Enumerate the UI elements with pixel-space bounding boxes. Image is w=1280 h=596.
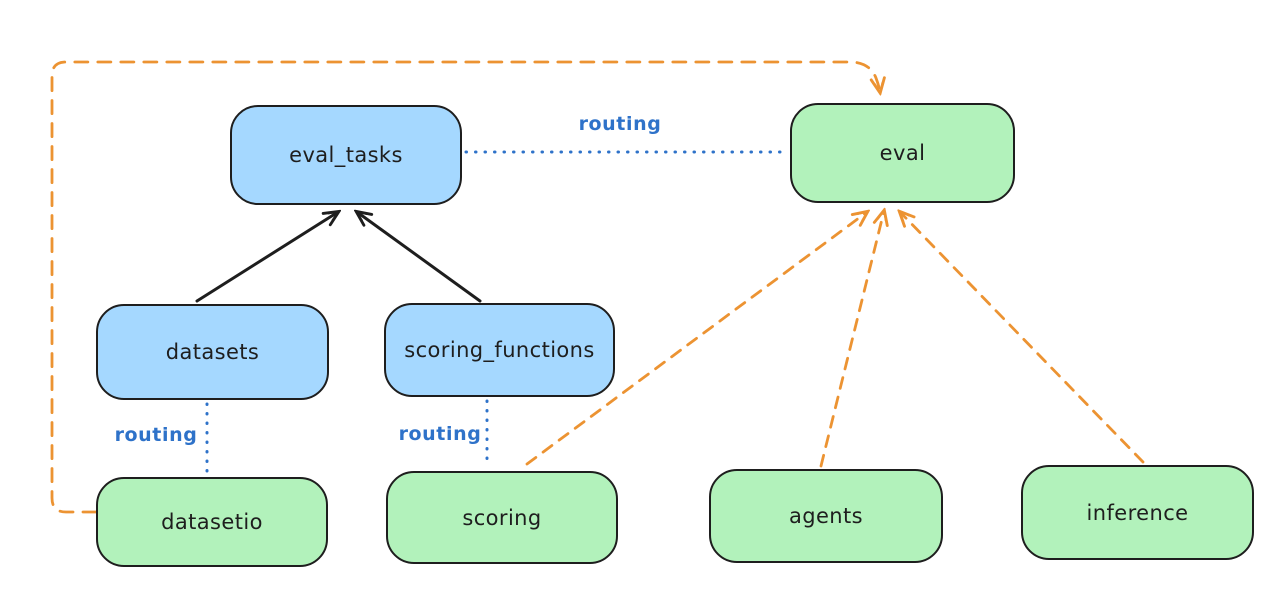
node-inference-label: inference <box>1086 500 1189 525</box>
edge-datasets-to-eval-tasks <box>195 212 338 303</box>
node-scoring-functions: scoring_functions <box>384 303 615 397</box>
node-datasets-label: datasets <box>165 340 260 364</box>
node-eval: eval <box>790 103 1015 203</box>
node-eval-tasks: eval_tasks <box>230 105 462 205</box>
node-scoring: scoring <box>386 471 618 564</box>
node-scoring-label: scoring <box>462 505 542 530</box>
node-agents: agents <box>709 469 943 563</box>
edge-inference-to-eval <box>900 212 1145 464</box>
node-agents-label: agents <box>788 504 863 528</box>
node-scoring-functions-label: scoring_functions <box>404 338 595 362</box>
edge-label-routing-datasetio: routing <box>114 424 198 446</box>
node-eval-tasks-label: eval_tasks <box>289 143 403 167</box>
node-eval-label: eval <box>879 141 926 165</box>
node-datasetio: datasetio <box>96 477 328 567</box>
edge-scoring-functions-to-eval-tasks <box>357 212 482 303</box>
edge-agents-to-eval <box>819 211 884 468</box>
node-datasets: datasets <box>96 304 329 400</box>
edge-label-routing-scoring: routing <box>398 423 482 445</box>
node-datasetio-label: datasetio <box>161 510 263 534</box>
node-inference: inference <box>1021 465 1254 560</box>
edge-label-routing-top: routing <box>578 113 662 135</box>
